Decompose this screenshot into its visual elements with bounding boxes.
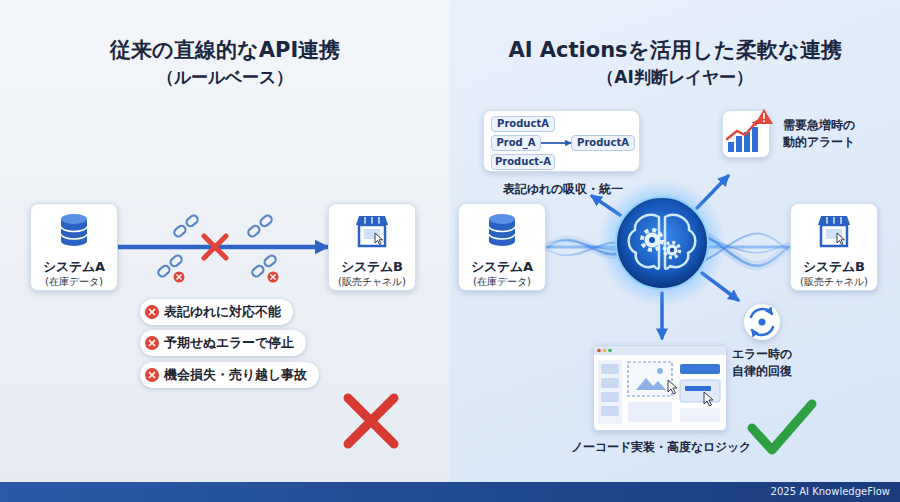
problem-pill: 表記ゆれに対応不能 [140,299,293,325]
system-box: システムB(販売チャネル) [328,203,416,291]
node-text: (在庫データ) [31,275,117,289]
node-text: AI Actionsを活用した柔軟な連携 [450,36,900,64]
node-text: 2025 AI KnowledgeFlow [771,482,890,502]
feature-window: ノーコード実装・高度なロジック [593,345,727,431]
system-box: システムA(在庫データ) [458,203,546,291]
node-text: 予期せぬエラーで停止 [164,330,294,356]
term-chip: Product-A [491,154,555,170]
feature-circle: エラー時の 自律的回復 [744,304,780,340]
node-text: ProductA [572,136,634,150]
node-text: Prod_A [492,136,540,150]
term-chip: Prod_A [491,135,541,151]
problem-pill: 予期せぬエラーで停止 [140,330,306,356]
feature-box: 需要急増時の 動的アラート [722,110,770,158]
node-text: ノーコード実装・高度なロジック [554,439,768,456]
system-box: システムB(販売チャネル) [790,203,878,291]
node-text: システムA [459,258,545,276]
footer-band: 2025 AI KnowledgeFlow [0,482,900,502]
node-text: 従来の直線的なAPI連携 [0,36,450,64]
node-text: システムB [791,258,877,276]
node-text: (販売チャネル) [791,275,877,289]
panel: 従来の直線的なAPI連携（ルールベース） システムA(在庫データ) システムB(販売… [0,0,450,482]
node-text: （AI判断レイヤー） [450,66,900,89]
node-text: (在庫データ) [459,275,545,289]
node-text: システムB [329,258,415,276]
term-chip: ProductA [491,116,555,132]
node-text: システムA [31,258,117,276]
node-text: 需要急増時の 動的アラート [783,117,883,151]
node-text: （ルールベース） [0,66,450,89]
panel: AI Actionsを活用した柔軟な連携（AI判断レイヤー） 表記ゆれの吸収・統一… [450,0,900,482]
node-text: (販売チャネル) [329,275,415,289]
node-text: Product-A [492,155,554,169]
node-text: エラー時の 自律的回復 [717,346,807,380]
term-chip: ProductA [571,135,635,151]
node-text: 表記ゆれの吸収・統一 [464,181,661,198]
node-text: ProductA [492,117,554,131]
node-text: 表記ゆれに対応不能 [164,299,281,325]
node-text: 機会損失・売り越し事故 [164,362,307,388]
system-box: システムA(在庫データ) [30,203,118,291]
problem-pill: 機会損失・売り越し事故 [140,362,319,388]
feature-box: 表記ゆれの吸収・統一ProductAProd_AProductAProduct-… [483,110,640,172]
